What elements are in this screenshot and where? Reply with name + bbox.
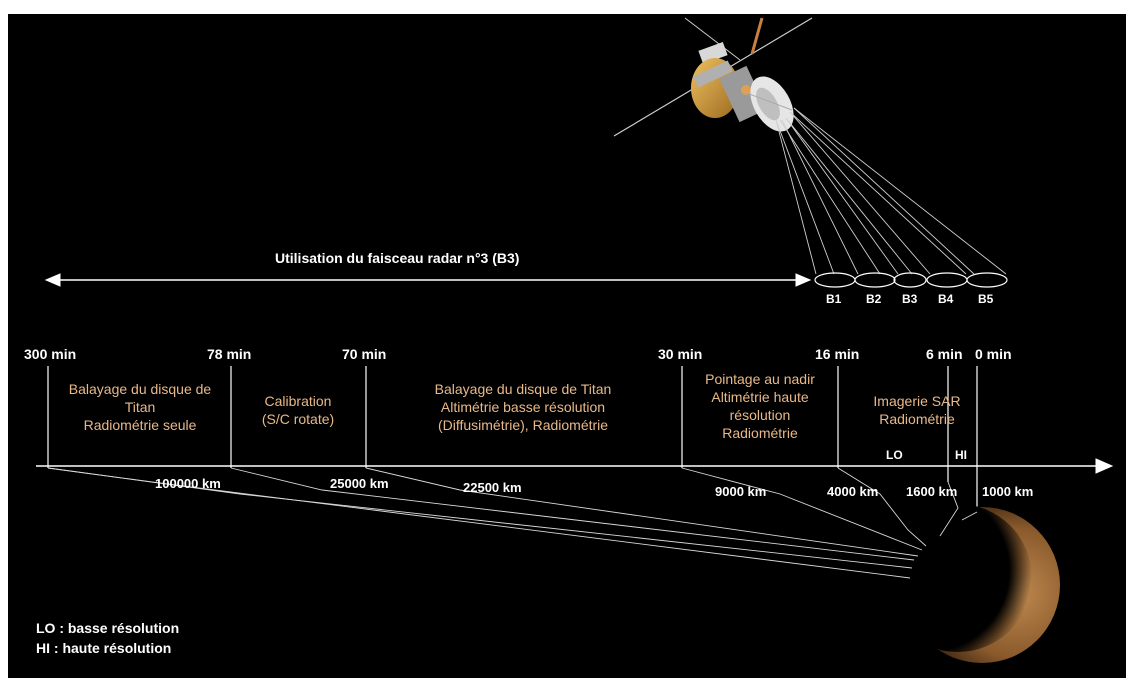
time-label-0: 0 min bbox=[975, 346, 1012, 362]
phase-disk-scan-radiometry: Balayage du disque de Titan Radiométrie … bbox=[50, 380, 230, 434]
time-label-70: 70 min bbox=[342, 346, 387, 362]
phase-line: Balayage du disque de bbox=[68, 381, 212, 397]
beam-usage-label: Utilisation du faisceau radar n°3 (B3) bbox=[275, 250, 520, 266]
spacecraft-illustration bbox=[613, 17, 813, 137]
distance-label-22500: 22500 km bbox=[463, 480, 522, 495]
phase-line: Radiométrie bbox=[722, 425, 798, 441]
phase-nadir-pointing: Pointage au nadir Altimétrie haute résol… bbox=[690, 370, 830, 442]
phase-line: Balayage du disque de Titan bbox=[434, 381, 612, 397]
beam-label-b3: B3 bbox=[902, 292, 918, 306]
mode-label-lo: LO bbox=[886, 448, 903, 462]
beam-label-b1: B1 bbox=[826, 292, 842, 306]
phase-line: (S/C rotate) bbox=[261, 411, 335, 427]
distance-lines bbox=[47, 467, 978, 579]
beam-footprint-b4 bbox=[926, 272, 968, 288]
time-label-6: 6 min bbox=[926, 346, 963, 362]
time-ticks bbox=[47, 366, 978, 512]
distance-label-1600: 1600 km bbox=[906, 484, 958, 499]
distance-label-100000: 100000 km bbox=[155, 476, 221, 491]
radar-beam-lines bbox=[775, 107, 1007, 275]
phase-line: Radiométrie seule bbox=[83, 417, 197, 433]
titan-planet bbox=[884, 504, 1060, 663]
beam-footprint-b3 bbox=[893, 272, 927, 288]
beam-footprint-b2 bbox=[854, 272, 896, 288]
phase-disk-scan-altimetry: Balayage du disque de Titan Altimétrie b… bbox=[378, 380, 668, 434]
beam-footprint-b1 bbox=[814, 272, 856, 288]
distance-label-4000: 4000 km bbox=[827, 484, 879, 499]
phase-calibration: Calibration (S/C rotate) bbox=[233, 392, 363, 428]
mode-label-hi: HI bbox=[955, 448, 967, 462]
phase-line: Radiométrie bbox=[879, 411, 955, 427]
beam-label-b4: B4 bbox=[938, 292, 954, 306]
phase-line: Titan bbox=[124, 399, 156, 415]
time-label-78: 78 min bbox=[207, 346, 252, 362]
time-label-300: 300 min bbox=[24, 346, 77, 362]
phase-line: Imagerie SAR bbox=[873, 393, 961, 409]
phase-line: Calibration bbox=[264, 393, 332, 409]
beam-footprints bbox=[814, 272, 1008, 288]
phase-line: Pointage au nadir bbox=[705, 371, 815, 387]
legend-hi: HI : haute résolution bbox=[36, 640, 172, 656]
beam-label-b2: B2 bbox=[866, 292, 882, 306]
distance-label-25000: 25000 km bbox=[330, 476, 389, 491]
legend-lo: LO : basse résolution bbox=[36, 620, 180, 636]
b3-usage-arrow bbox=[44, 273, 812, 287]
phase-line: Altimétrie haute bbox=[711, 389, 809, 405]
time-label-30: 30 min bbox=[658, 346, 703, 362]
time-label-16: 16 min bbox=[815, 346, 860, 362]
phase-line: Altimétrie basse résolution bbox=[440, 399, 606, 415]
phase-line: (Diffusimétrie), Radiométrie bbox=[437, 417, 609, 433]
phase-sar-imaging: Imagerie SAR Radiométrie bbox=[852, 392, 982, 428]
beam-label-b5: B5 bbox=[978, 292, 994, 306]
distance-label-9000: 9000 km bbox=[715, 484, 767, 499]
beam-footprint-b5 bbox=[966, 272, 1008, 288]
distance-label-1000: 1000 km bbox=[982, 484, 1034, 499]
phase-line: résolution bbox=[729, 407, 791, 423]
time-axis bbox=[36, 458, 1114, 474]
